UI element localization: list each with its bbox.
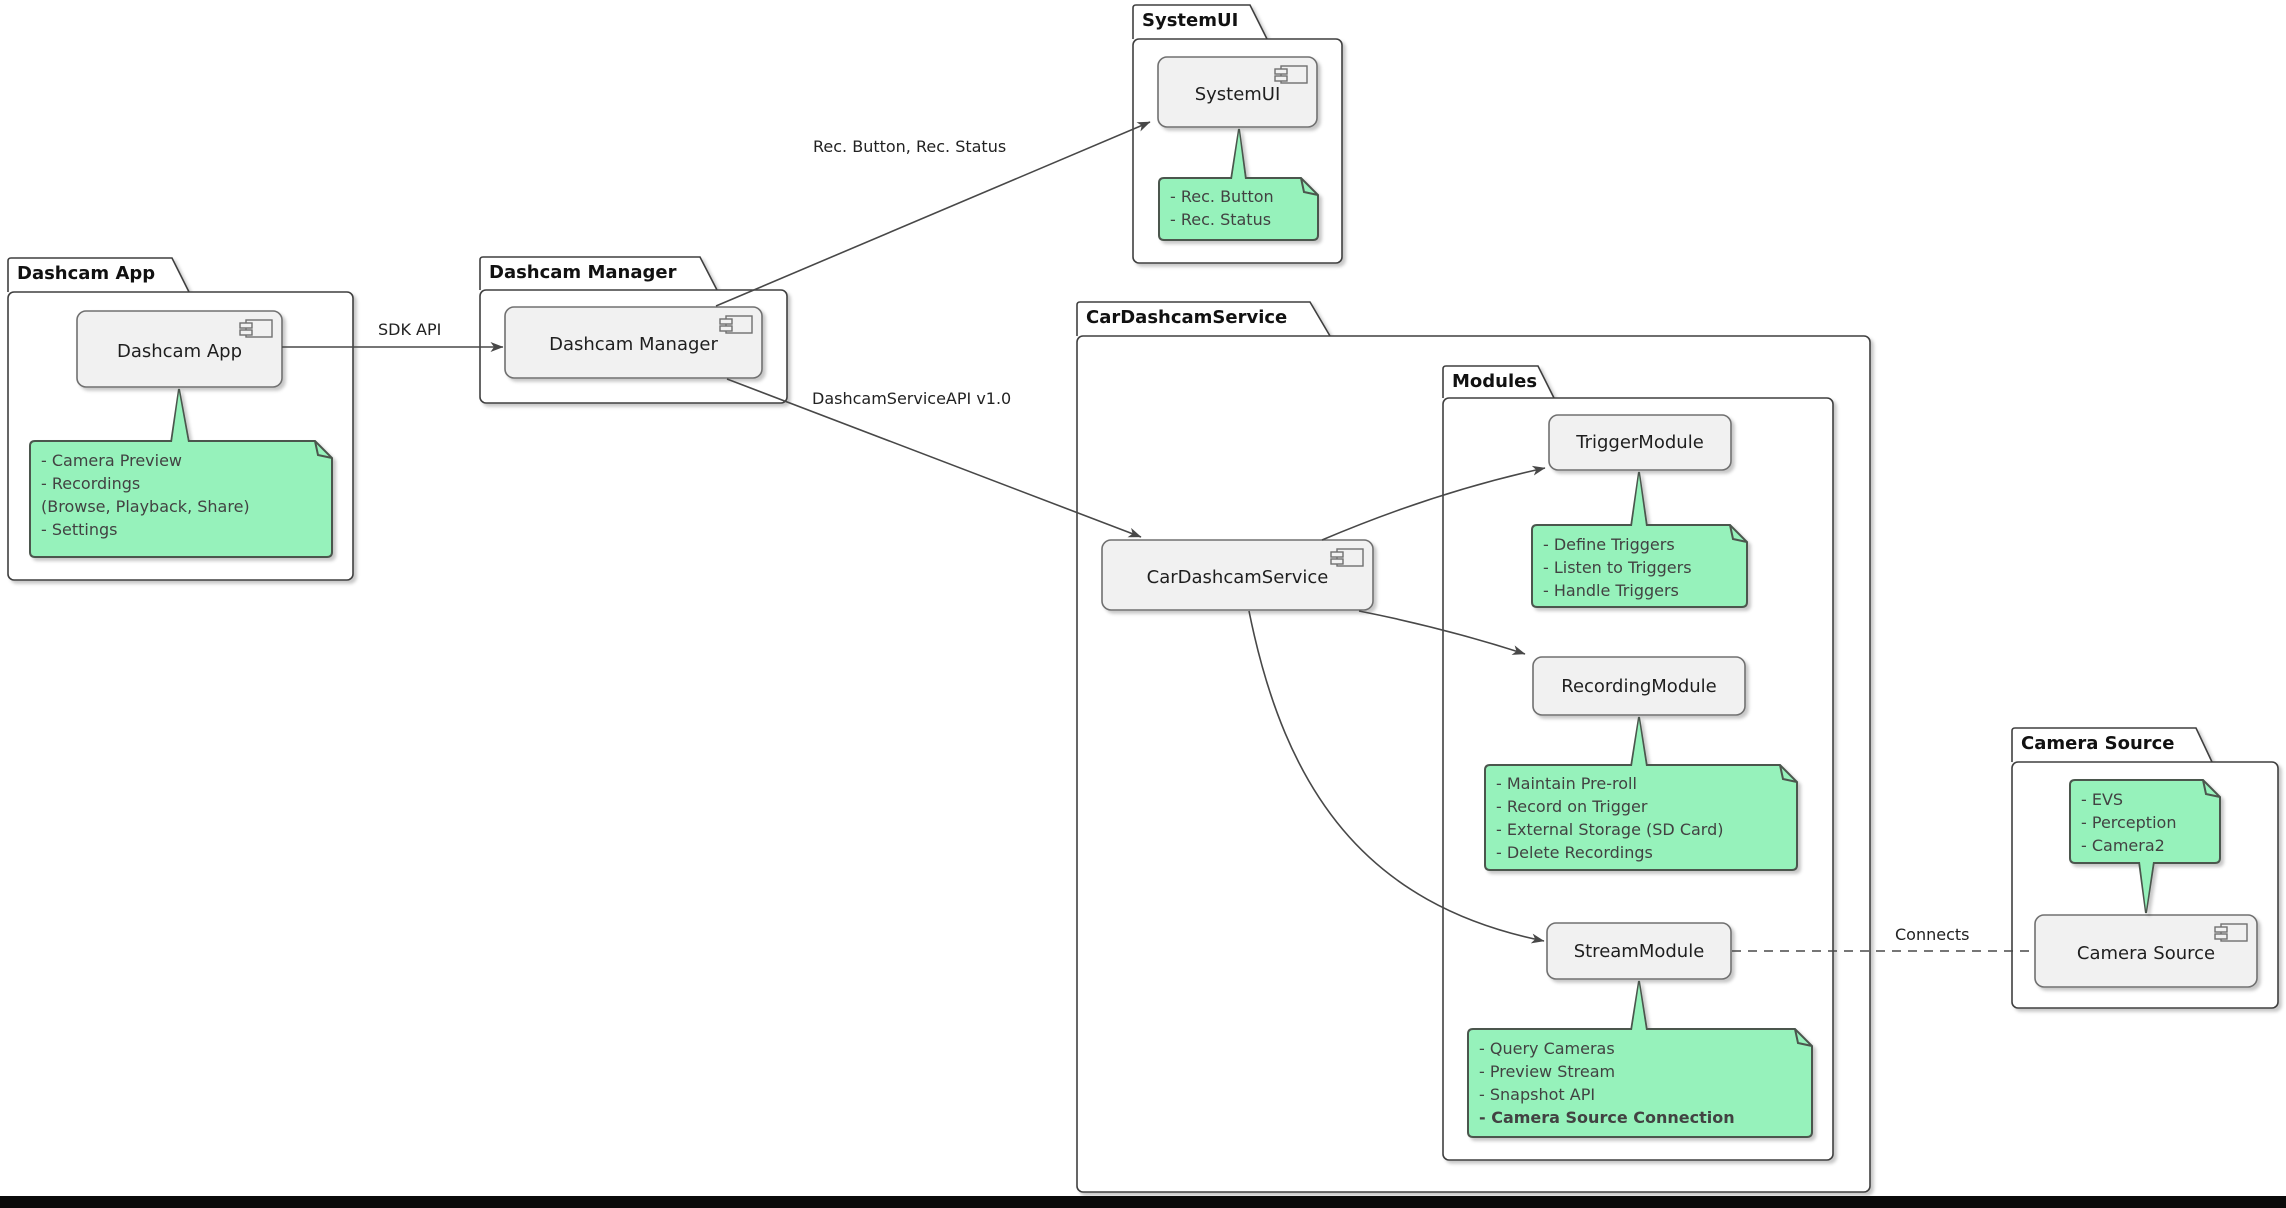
edge-service-to-stream <box>1248 610 1545 944</box>
note-trigger-shape <box>1531 471 1748 608</box>
note-line: - Recordings <box>41 474 141 493</box>
edge-service-api <box>726 378 1142 538</box>
component-icon <box>719 315 753 334</box>
component-dashcam-app-shape <box>76 310 283 388</box>
note-line: (Browse, Playback, Share) <box>41 497 250 516</box>
note-line: - Perception <box>2081 813 2177 832</box>
edge-label-sdk-api: SDK API <box>378 320 442 339</box>
note-recording-shape <box>1484 716 1798 871</box>
note-line: - Camera2 <box>2081 836 2165 855</box>
component-label-streammodule: StreamModule <box>1573 940 1705 962</box>
note-camera-shape <box>2069 779 2221 914</box>
package-title-camera-source: Camera Source <box>2021 733 2175 754</box>
note-stream: - Query Cameras - Preview Stream - Snaps… <box>1468 1037 1812 1129</box>
note-systemui-shape <box>1158 128 1319 241</box>
note-line: - Define Triggers <box>1543 535 1675 554</box>
note-line: - Record on Trigger <box>1496 797 1648 816</box>
component-label-triggermodule: TriggerModule <box>1576 432 1704 453</box>
component-label-camera-source: Camera Source <box>2076 942 2216 964</box>
note-dashcam-app-shape <box>29 388 333 558</box>
component-label-dashcam-manager: Dashcam Manager <box>549 334 718 355</box>
component-icon <box>1274 65 1308 84</box>
component-label-recordingmodule: RecordingModule <box>1561 675 1717 697</box>
package-title-modules: Modules <box>1452 371 1538 392</box>
component-triggermodule-shape <box>1548 414 1732 471</box>
note-line: - Rec. Button <box>1170 187 1274 206</box>
edge-service-to-trigger <box>1321 465 1546 541</box>
edge-rec-button-status <box>715 121 1151 307</box>
package-title-dashcam-app: Dashcam App <box>17 263 156 284</box>
note-line: - Camera Source Connection <box>1479 1108 1735 1127</box>
note-recording: - Maintain Pre-roll - Record on Trigger … <box>1485 772 1797 864</box>
package-title-dashcam-manager: Dashcam Manager <box>489 262 677 283</box>
bottom-bar <box>0 1196 2286 1208</box>
note-line: - Snapshot API <box>1479 1085 1596 1104</box>
note-stream-shape <box>1467 980 1813 1138</box>
edge-label-connects: Connects <box>1895 925 1970 944</box>
component-icon <box>1330 548 1364 567</box>
note-line: - Delete Recordings <box>1496 843 1653 862</box>
component-dashcam-manager-shape <box>504 306 763 379</box>
note-line: - Camera Preview <box>41 451 183 470</box>
note-line: - Query Cameras <box>1479 1039 1615 1058</box>
note-line: - Maintain Pre-roll <box>1496 774 1637 793</box>
note-line: - Rec. Status <box>1170 210 1272 229</box>
component-label-cardashcamservice: CarDashcamService <box>1146 566 1329 588</box>
component-icon <box>239 319 273 338</box>
component-systemui-shape <box>1157 56 1318 128</box>
note-line: - Handle Triggers <box>1543 581 1679 600</box>
note-line: - External Storage (SD Card) <box>1496 820 1724 839</box>
component-camera-source-shape <box>2034 914 2258 988</box>
edge-label-rec-button-status: Rec. Button, Rec. Status <box>813 137 1007 156</box>
note-dashcam-app: - Camera Preview - Recordings (Browse, P… <box>30 449 332 541</box>
component-recordingmodule-shape <box>1532 656 1746 716</box>
component-cardashcamservice-shape <box>1101 539 1374 611</box>
component-streammodule-shape <box>1546 922 1732 980</box>
note-line: - Preview Stream <box>1479 1062 1616 1081</box>
note-systemui: - Rec. Button - Rec. Status <box>1159 185 1318 231</box>
package-title-cardashcamservice: CarDashcamService <box>1086 307 1288 328</box>
component-icon <box>2214 923 2248 942</box>
edge-service-to-recording <box>1358 610 1526 655</box>
component-label-systemui: SystemUI <box>1194 83 1281 105</box>
note-camera: - EVS - Perception - Camera2 <box>2070 788 2220 857</box>
package-title-systemui: SystemUI <box>1142 10 1239 31</box>
component-label-dashcam-app: Dashcam App <box>116 340 243 362</box>
note-line: - Listen to Triggers <box>1543 558 1692 577</box>
note-line: - EVS <box>2081 790 2124 809</box>
note-line: - Settings <box>41 520 118 539</box>
note-trigger: - Define Triggers - Listen to Triggers -… <box>1532 533 1747 602</box>
edge-label-service-api: DashcamServiceAPI v1.0 <box>812 389 1012 408</box>
